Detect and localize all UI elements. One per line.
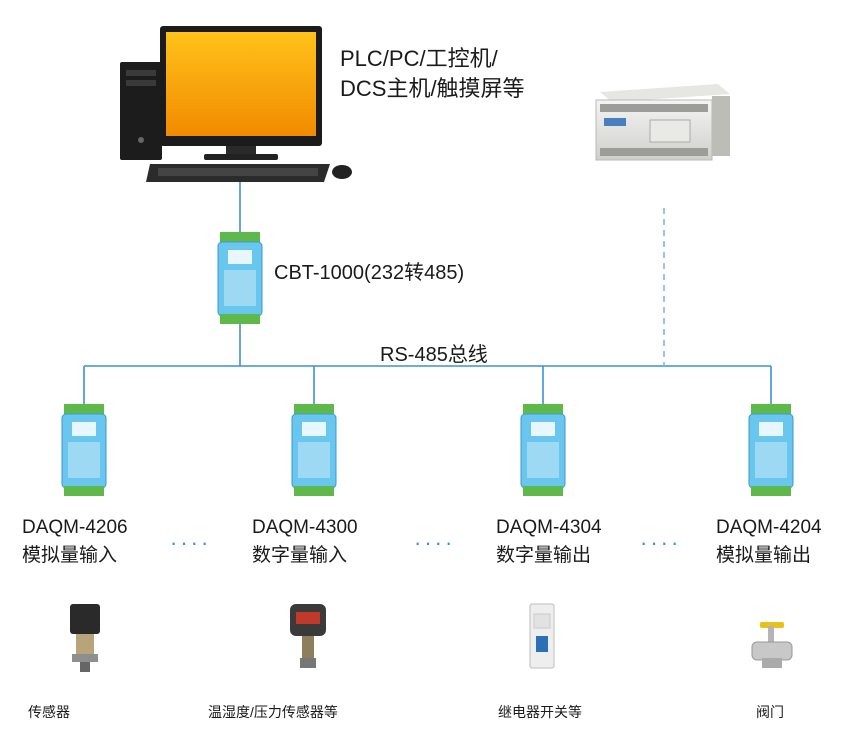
- device-label-1: 传感器: [28, 704, 70, 720]
- converter-module-icon: [217, 232, 263, 324]
- device-label-2: 温湿度/压力传感器等: [208, 704, 338, 720]
- module-model-2: DAQM-4300: [252, 517, 358, 538]
- io-module-icon-4: [748, 404, 794, 496]
- host-label-line-1: PLC/PC/工控机/: [340, 46, 498, 71]
- module-function-3: 数字量输出: [496, 545, 592, 566]
- pressure-sensor-icon: [70, 604, 100, 672]
- connection-lines: [83, 180, 772, 408]
- module-function-1: 模拟量输入: [22, 545, 118, 566]
- device-label-3: 继电器开关等: [498, 704, 582, 720]
- io-module-icon-3: [520, 404, 566, 496]
- relay-switch-icon: [529, 603, 555, 669]
- converter-label: CBT-1000(232转485): [274, 262, 465, 284]
- bus-label: RS-485总线: [380, 344, 488, 366]
- plc-icon: [595, 84, 730, 161]
- device-label-4: 阀门: [756, 704, 784, 720]
- module-model-1: DAQM-4206: [22, 517, 128, 538]
- io-module-icon-1: [61, 404, 107, 496]
- ellipsis-1: ····: [170, 530, 212, 555]
- ellipsis-2: ····: [414, 530, 456, 555]
- valve-icon: [751, 622, 793, 668]
- io-module-icon-2: [291, 404, 337, 496]
- module-function-4: 模拟量输出: [716, 545, 812, 566]
- module-model-4: DAQM-4204: [716, 517, 822, 538]
- computer-icon: [120, 26, 352, 182]
- module-function-2: 数字量输入: [252, 545, 348, 566]
- host-label-line-2: DCS主机/触摸屏等: [340, 76, 525, 101]
- module-model-3: DAQM-4304: [496, 517, 602, 538]
- temperature-pressure-transmitter-icon: [290, 604, 326, 668]
- ellipsis-3: ····: [640, 530, 682, 555]
